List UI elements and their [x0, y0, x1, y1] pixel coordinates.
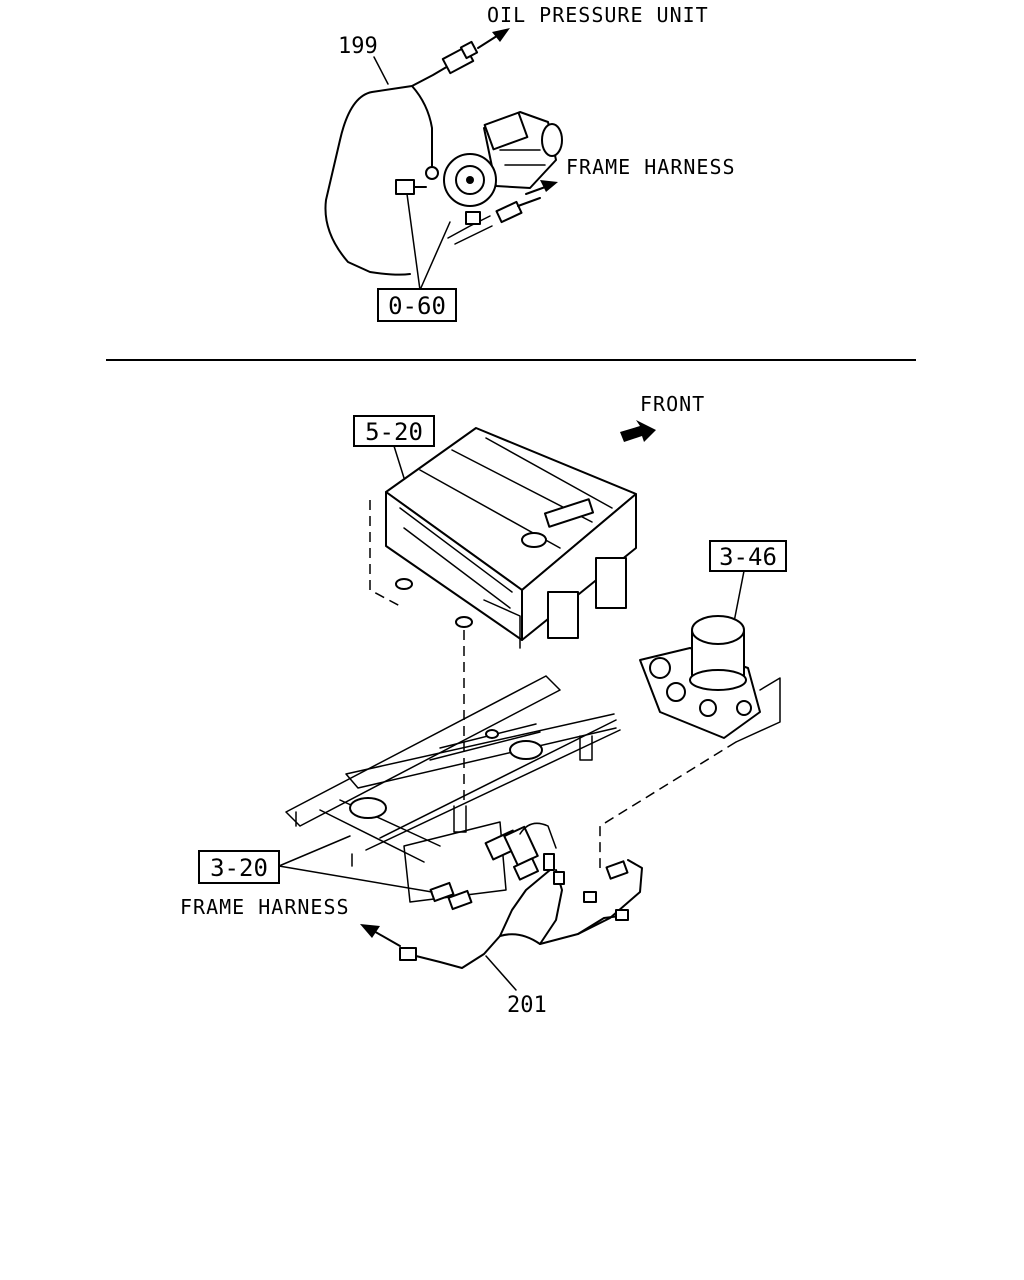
top-section: OIL PRESSURE UNIT 199 [324, 3, 736, 322]
arrow-frame-harness-top [525, 180, 558, 195]
front-arrow-icon [620, 420, 656, 442]
frame-harness-label-top: FRAME HARNESS [566, 155, 736, 179]
harness-201 [399, 859, 643, 969]
oil-pressure-unit-label: OIL PRESSURE UNIT [487, 3, 709, 27]
bottom-section: FRONT 5-20 3-46 [180, 392, 787, 1018]
ref-box-5-20: 5-20 [365, 418, 423, 446]
leader-199 [373, 56, 389, 85]
frame-crossmember [285, 675, 621, 903]
ref-box-3-46: 3-46 [719, 543, 777, 571]
harness-199 [324, 40, 479, 276]
callout-3-20: 3-20 [198, 835, 433, 893]
ref-box-0-60: 0-60 [388, 292, 446, 320]
starter-motor [443, 111, 563, 245]
callout-0-60: 0-60 [377, 193, 457, 322]
callout-5-20: 5-20 [353, 415, 435, 479]
dryer-dashed-line [599, 741, 737, 868]
frame-harness-label-bottom: FRAME HARNESS [180, 895, 350, 919]
part-number-201: 201 [507, 993, 547, 1018]
battery-box [369, 427, 637, 649]
front-label: FRONT [640, 392, 705, 416]
valve-assembly [429, 822, 557, 911]
ref-box-3-20: 3-20 [210, 854, 268, 882]
arrow-oil-pressure [477, 28, 510, 49]
leader-201 [485, 955, 517, 991]
bolt-0-60 [395, 179, 427, 195]
callout-3-46: 3-46 [709, 540, 787, 623]
part-number-199: 199 [338, 34, 378, 59]
air-dryer [639, 615, 781, 743]
arrow-frame-harness-bottom [360, 924, 401, 947]
